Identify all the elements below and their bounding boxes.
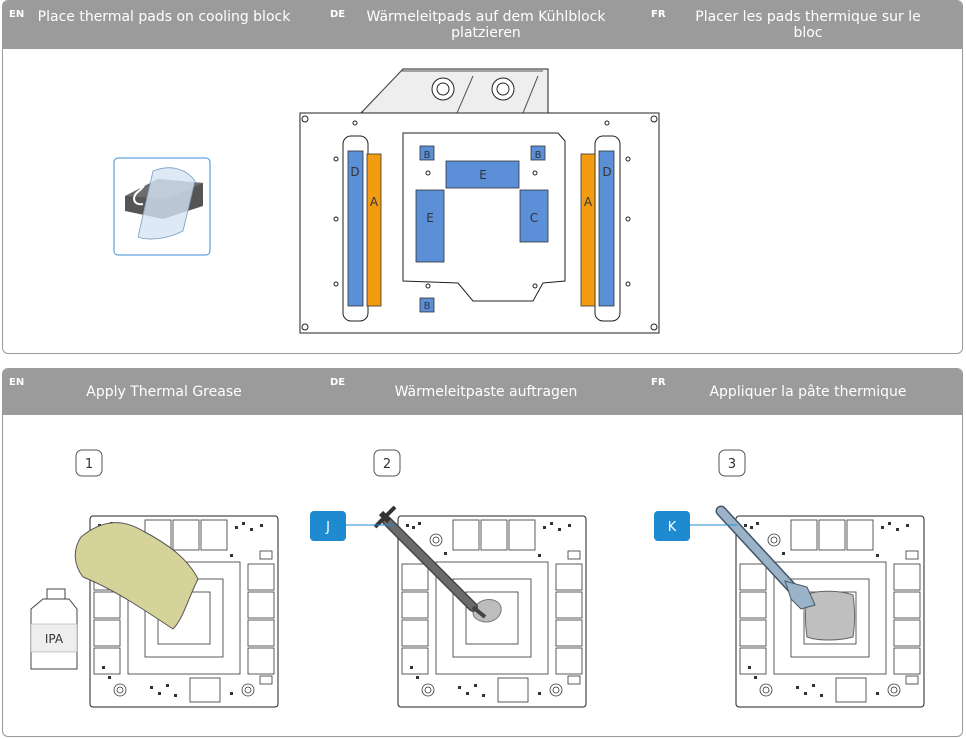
ipa-bottle-icon: IPA [30, 588, 78, 670]
thermal-pads [347, 145, 615, 313]
lang-code-en: EN [9, 377, 25, 388]
pad-d-left [347, 150, 364, 307]
tool-tag-k [654, 511, 690, 541]
title-de: Wärmeleitpaste auftragen [394, 384, 578, 400]
lang-code-fr: FR [651, 377, 666, 388]
grease-drawing: 1 2 3 IPA [30, 449, 925, 708]
lang-code-de: DE [330, 9, 346, 20]
lang-code-de: DE [330, 377, 346, 388]
pad-b-bottom [419, 297, 435, 313]
title-de: Wärmeleitpads auf dem Kühlblock platzier… [366, 9, 606, 41]
step-number-1: 1 [85, 457, 93, 472]
lang-code-en: EN [9, 9, 25, 20]
grease-spatula-icon [715, 505, 816, 610]
title-fr: Appliquer la pâte thermique [709, 384, 907, 400]
thermal-pads-panel: EN Place thermal pads on cooling block D… [2, 0, 963, 354]
pad-b-top-left [419, 145, 435, 161]
pad-d-right [598, 150, 615, 307]
pad-label-e-left: E [426, 211, 434, 225]
pad-b-top-right [530, 145, 546, 161]
cooling-block [299, 68, 660, 334]
pad-label-c: C [530, 211, 538, 225]
pad-a-left [366, 153, 382, 307]
step-2-illustration: J [310, 505, 587, 708]
grease-dot [472, 599, 502, 623]
thermal-pad-peel-icon [113, 157, 211, 256]
pad-label-d-left: D [350, 165, 359, 179]
pad-label-d-right: D [602, 165, 611, 179]
title-fr: Placer les pads thermique sur le bloc [695, 9, 921, 41]
pad-label-b-top-left: B [424, 150, 431, 161]
thermal-grease-panel: EN Apply Thermal Grease DE Wärmeleitpast… [2, 368, 963, 737]
title-en: Place thermal pads on cooling block [37, 9, 291, 25]
pad-label-b-top-right: B [535, 150, 542, 161]
cleaning-cloth-icon [74, 522, 199, 630]
ipa-bottle-label: IPA [45, 632, 64, 646]
step-1-illustration: IPA [30, 515, 279, 708]
pads-drawing: D A A D B B B E E C [113, 68, 660, 334]
pad-label-a-left: A [370, 195, 379, 209]
pad-a-right [580, 153, 596, 307]
lang-code-fr: FR [651, 9, 666, 20]
tool-tag-j-label: J [325, 520, 330, 535]
pad-label-e-top: E [479, 168, 487, 182]
tool-tag-j [310, 511, 346, 541]
title-en: Apply Thermal Grease [86, 384, 242, 400]
step-number-3: 3 [728, 457, 736, 472]
pad-label-a-right: A [584, 195, 593, 209]
spread-grease [805, 590, 855, 641]
pad-e-left [415, 189, 445, 263]
mount-holes [301, 115, 658, 331]
thermal-pads-header: EN Place thermal pads on cooling block D… [3, 1, 962, 49]
pad-c [519, 189, 549, 243]
step-number-2: 2 [383, 457, 391, 472]
pad-e-top [445, 160, 520, 189]
pad-label-b-bottom: B [424, 301, 431, 312]
tool-tag-k-label: K [668, 520, 677, 535]
pad-labels: D A A D B B B E E C [350, 150, 611, 312]
step-3-illustration: K [654, 505, 925, 708]
step-badges: 1 2 3 [75, 449, 746, 477]
grease-syringe-icon [373, 505, 487, 619]
thermal-grease-header: EN Apply Thermal Grease DE Wärmeleitpast… [3, 369, 962, 415]
